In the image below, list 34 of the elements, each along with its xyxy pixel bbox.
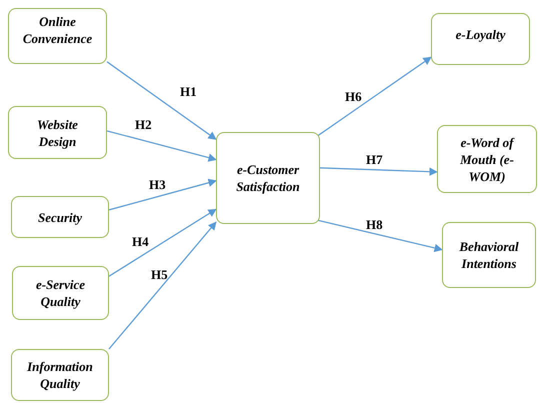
edge-label: H8	[366, 217, 383, 232]
construct-box	[11, 349, 109, 401]
arrow	[106, 130, 217, 162]
construct-box	[431, 13, 530, 65]
edge-label: H4	[132, 234, 149, 249]
construct-box	[8, 106, 107, 159]
construct-name: Behavioral Intentions	[458, 238, 520, 272]
arrow	[320, 167, 438, 176]
edge-label: H3	[149, 177, 166, 192]
construct-name: Website Design	[36, 116, 79, 150]
construct-name: Online Convenience	[22, 13, 94, 47]
construct-box	[442, 222, 536, 288]
edge-label: H7	[366, 152, 383, 167]
construct-name: e-Word of Mouth (e-WOM)	[459, 134, 516, 184]
construct-box	[8, 8, 107, 64]
edge-label: H5	[151, 267, 168, 282]
construct-box	[11, 196, 109, 238]
construct-box	[216, 132, 320, 224]
edge-label: H2	[135, 117, 152, 132]
edge-label: H1	[180, 84, 197, 99]
construct-name: Security	[38, 208, 82, 226]
arrow	[108, 208, 217, 277]
edge-label: H6	[345, 89, 362, 104]
construct-name: e-Loyalty	[456, 26, 506, 43]
arrow	[108, 178, 217, 210]
arrow	[318, 56, 432, 136]
construct-name: e-Customer Satisfaction	[235, 161, 301, 195]
arrow	[106, 61, 217, 140]
construct-box	[437, 125, 537, 193]
arrow	[108, 222, 217, 350]
construct-name: Information Quality	[26, 358, 94, 392]
construct-box	[12, 266, 109, 320]
construct-name: e-Service Quality	[34, 276, 86, 310]
arrow	[318, 220, 443, 252]
